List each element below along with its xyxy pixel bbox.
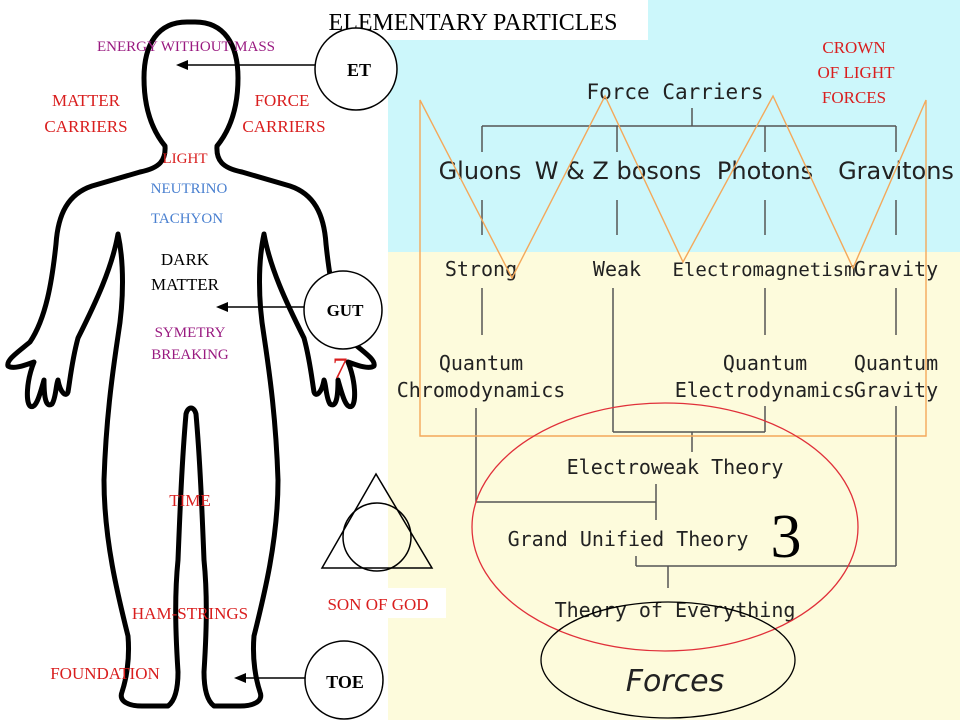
label-time: TIME	[169, 491, 211, 510]
label-dark: DARK	[161, 250, 210, 269]
node-gravitons: Gravitons	[838, 157, 954, 185]
trinity-circle	[342, 502, 412, 572]
label-force: FORCE	[255, 91, 310, 110]
label-energy-without-mass: ENERGY WITHOUT MASS	[97, 39, 275, 55]
toe-circle	[304, 640, 384, 720]
et-circle	[314, 27, 398, 111]
label-foundation: FOUNDATION	[50, 664, 160, 683]
node-forces: Forces	[626, 664, 725, 699]
human-body-outline	[5, 19, 377, 709]
node-qed-line1: Quantum	[723, 351, 807, 375]
arrow-toe-head	[234, 673, 246, 683]
et-label: ET	[347, 60, 371, 80]
trinity-triangle	[320, 472, 434, 569]
yellow-panel	[388, 252, 960, 720]
toe-label: TOE	[326, 672, 364, 692]
label-tachyon: TACHYON	[151, 211, 223, 227]
forces-oval	[540, 601, 796, 719]
seven-label: 7	[333, 352, 348, 385]
label-light: LIGHT	[163, 151, 208, 167]
label-matter: MATTER	[52, 91, 121, 110]
node-qcd-line2: Chromodynamics	[397, 378, 566, 402]
arrow-gut-head	[216, 302, 228, 312]
node-electroweak: Electroweak Theory	[567, 455, 784, 479]
gut-circle	[303, 270, 383, 350]
node-photons: Photons	[717, 157, 813, 185]
node-qg-line2: Gravity	[854, 378, 938, 402]
diagram-title: ELEMENTARY PARTICLES	[329, 10, 618, 36]
son-of-god-label: SON OF GOD	[327, 595, 428, 614]
node-force-carriers: Force Carriers	[586, 80, 763, 104]
label-symetry: SYMETRY	[155, 325, 226, 341]
node-electromagnetism: Electromagnetism	[672, 259, 855, 281]
crown-line-1: CROWN	[822, 38, 885, 57]
son-of-god-box	[310, 588, 446, 618]
crown-line-3: FORCES	[822, 88, 886, 107]
node-qcd-line1: Quantum	[439, 351, 523, 375]
crown-line-2: OF LIGHT	[818, 63, 896, 82]
three-label: 3	[771, 503, 802, 571]
crown-zigzag	[419, 94, 927, 437]
node-wz-bosons: W & Z bosons	[535, 157, 702, 185]
tree-connectors	[475, 108, 897, 588]
gut-label: GUT	[327, 301, 365, 320]
label-carriers-matter: CARRIERS	[44, 117, 127, 136]
label-neutrino: NEUTRINO	[151, 181, 228, 197]
node-weak: Weak	[593, 257, 641, 281]
unified-oval	[471, 402, 859, 652]
node-qg-line1: Quantum	[854, 351, 938, 375]
label-matter-dark: MATTER	[151, 275, 220, 294]
node-gravity: Gravity	[854, 257, 938, 281]
node-strong: Strong	[445, 257, 517, 281]
arrow-et-head	[176, 60, 188, 70]
node-qed-line2: Electrodynamics	[675, 378, 856, 402]
node-grand-unified: Grand Unified Theory	[508, 527, 749, 551]
label-carriers-force: CARRIERS	[242, 117, 325, 136]
label-ham-strings: HAM-STRINGS	[132, 604, 248, 623]
label-breaking: BREAKING	[151, 347, 229, 363]
